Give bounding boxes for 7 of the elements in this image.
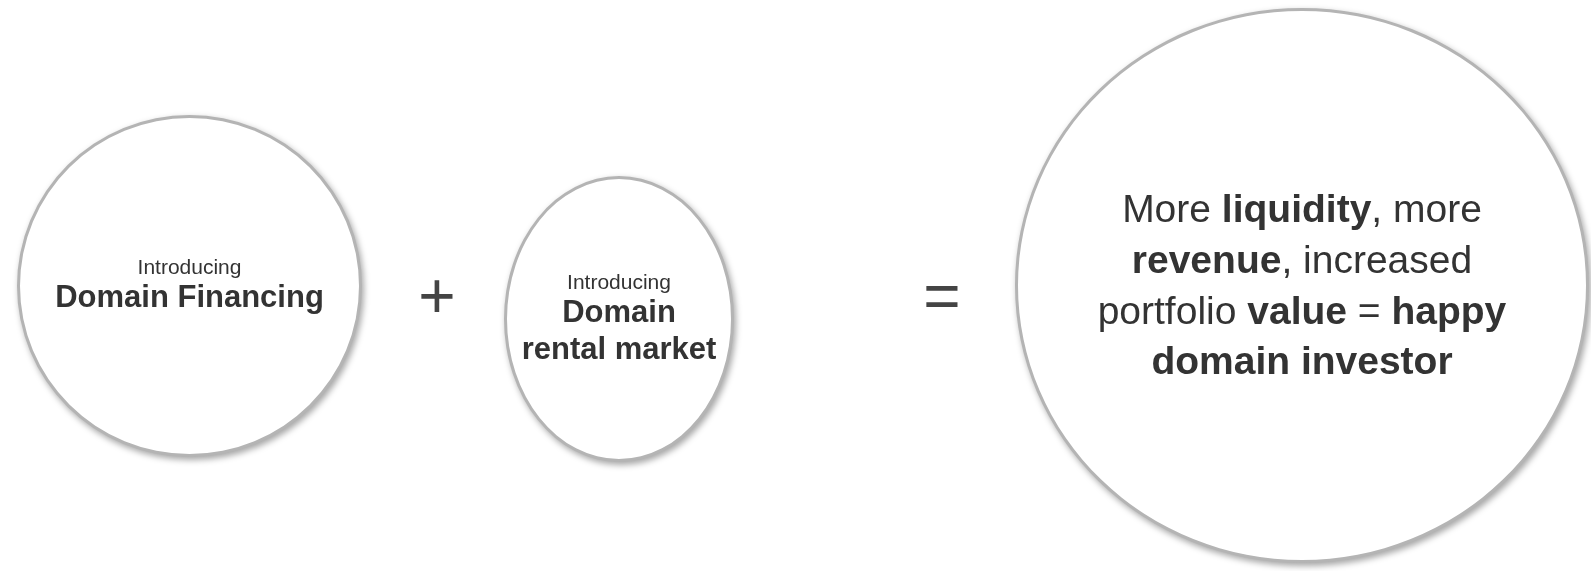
node-subtitle: Introducing: [137, 256, 242, 279]
node-subtitle: Introducing: [567, 270, 671, 293]
equals-sign: =: [923, 264, 961, 328]
plus-sign: +: [418, 264, 456, 328]
node-text: More liquidity, more revenue, increased portfolio value = happy domain investor: [1096, 186, 1508, 385]
node-title: Domain rental market: [520, 293, 718, 368]
node-title: Domain Financing: [55, 278, 324, 316]
